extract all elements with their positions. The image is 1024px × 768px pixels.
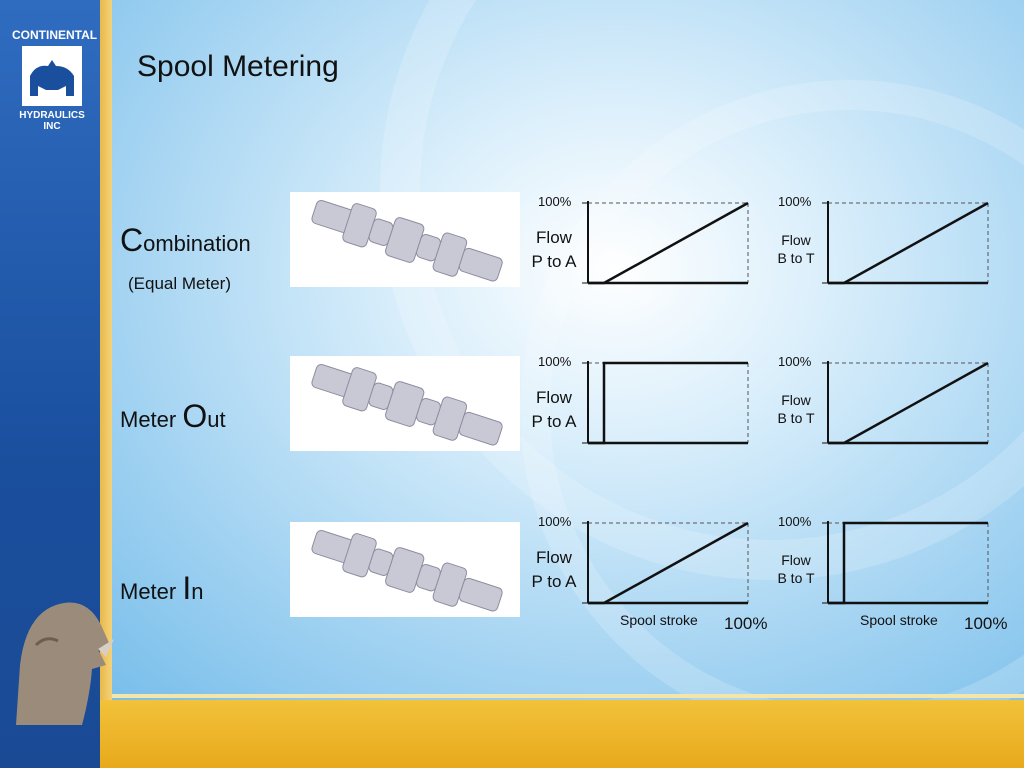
slide-title: Spool Metering — [137, 50, 339, 83]
company-logo: CONTINENTAL HYDRAULICS INC — [12, 28, 98, 132]
spool-icon — [311, 363, 503, 446]
flow-series-line — [588, 521, 749, 605]
row-label-meter-out: Meter Out — [120, 398, 226, 435]
spool-segment — [458, 411, 503, 446]
row-label-combination: Combination — [120, 222, 251, 259]
x-tick-label-100: 100% — [964, 614, 1008, 633]
spool-icon — [311, 199, 503, 282]
flow-label-line2: B to T — [777, 250, 815, 266]
flow-label-line2: P to A — [531, 572, 577, 591]
x-axis-label: Spool stroke — [620, 612, 698, 628]
row-label-meter-in: Meter In — [120, 570, 204, 607]
flow-label-line2: B to T — [777, 410, 815, 426]
flow-label-line1: Flow — [536, 388, 572, 407]
x-tick-label-100: 100% — [724, 614, 768, 633]
row-label-initial: C — [120, 222, 144, 258]
spool-icon — [311, 529, 503, 612]
row-label-initial: I — [182, 570, 192, 606]
spool-image — [290, 356, 520, 451]
y-tick-label-100: 100% — [538, 194, 572, 209]
bottom-divider — [112, 694, 1024, 698]
logo-line1: CONTINENTAL — [12, 28, 98, 42]
spool-segment — [458, 577, 503, 612]
flow-series-line — [588, 201, 749, 285]
row-label-rest: ombination — [143, 231, 251, 256]
x-axis-label: Spool stroke — [860, 612, 938, 628]
row-sublabel: (Equal Meter) — [128, 274, 231, 293]
flow-label-line1: Flow — [781, 232, 811, 248]
y-tick-label-100: 100% — [538, 354, 572, 369]
spool-image — [290, 522, 520, 617]
flow-series-line — [828, 361, 989, 445]
row-label-prefix: Meter — [120, 407, 183, 432]
flow-label-line1: Flow — [781, 392, 811, 408]
flow-series-line — [828, 521, 988, 605]
y-tick-label-100: 100% — [778, 354, 812, 369]
row-label-rest: ut — [207, 407, 226, 432]
spool-segment — [458, 247, 503, 282]
flow-label-line2: P to A — [531, 412, 577, 431]
flow-label-line2: P to A — [531, 252, 577, 271]
rhino-illustration — [6, 585, 116, 740]
sidebar-stripe — [100, 0, 112, 700]
flow-label-line1: Flow — [781, 552, 811, 568]
rhino-logo-icon — [22, 46, 82, 106]
flow-label-line1: Flow — [536, 228, 572, 247]
y-tick-label-100: 100% — [538, 514, 572, 529]
y-tick-label-100: 100% — [778, 514, 812, 529]
spool-image — [290, 192, 520, 287]
flow-label-line1: Flow — [536, 548, 572, 567]
row-label-initial: O — [182, 398, 208, 434]
flow-label-line2: B to T — [777, 570, 815, 586]
y-tick-label-100: 100% — [778, 194, 812, 209]
flow-series-line — [588, 361, 748, 445]
row-label-prefix: Meter — [120, 579, 183, 604]
bottom-band — [100, 700, 1024, 768]
row-label-rest: n — [191, 579, 204, 604]
flow-series-line — [828, 201, 989, 285]
logo-line2: HYDRAULICS INC — [19, 110, 85, 132]
